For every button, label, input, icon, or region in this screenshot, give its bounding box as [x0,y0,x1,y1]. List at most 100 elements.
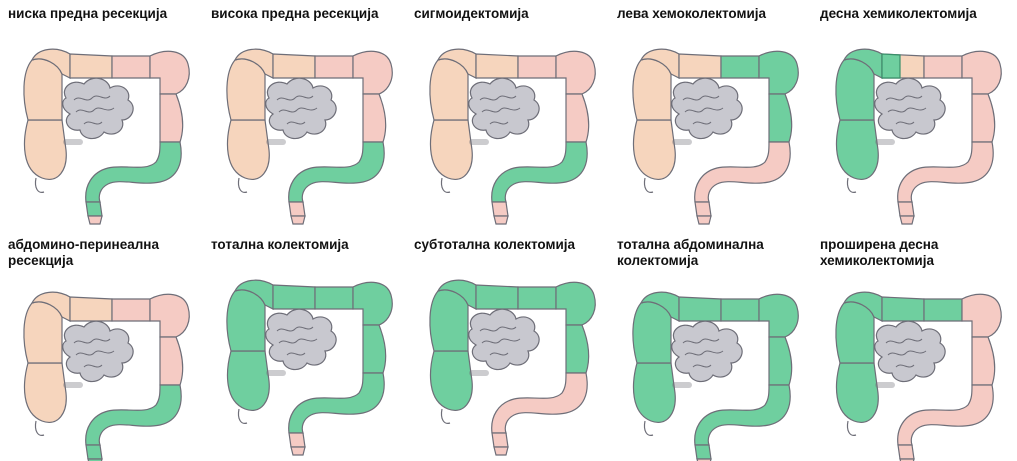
colon-segment-descending [769,94,792,142]
colon-segment-transverse-left [518,56,556,78]
colon-segment-transverse-right [273,54,315,78]
colon-segment-sigmoid [289,142,384,202]
procedure-panel: ниска предна ресекција [0,0,203,230]
colon-segment-lower-rectum [900,216,914,224]
appendix [847,421,856,435]
colon-segment-descending [972,337,995,385]
colon-segment-transverse-left [315,56,353,78]
colon-segment-splenic-flexure [353,282,392,325]
procedure-title: тотална колектомија [211,237,406,253]
colon-segment-splenic-flexure [556,51,595,94]
colon-segment-transverse-right [273,285,315,309]
colon-segment-splenic-flexure [353,51,392,94]
procedure-title: сигмоидектомија [414,6,609,22]
colon-segment-descending [363,325,386,373]
colon-segment-ascending [24,302,62,363]
colon-segment-upper-rectum [289,202,305,216]
colon-segment-cecum [228,120,270,179]
colon-segment-cecum [634,120,676,179]
appendix [238,178,247,192]
colon-diagram [609,0,812,230]
colon-segment-sigmoid [86,142,181,202]
appendix [644,178,653,192]
appendix [441,409,450,423]
colon-segment-ascending [430,290,468,351]
procedure-panel: десна хемиколектомија [812,0,1015,230]
colon-segment-lower-rectum [291,216,305,224]
colon-segment-cecum [837,120,879,179]
procedure-panel: субтотална колектомија [406,231,609,461]
appendix [238,409,247,423]
procedure-panel: абдомино-перинеална ресекција [0,231,203,461]
colon-segment-sigmoid [492,142,587,202]
colon-segment-splenic-flexure [759,294,798,337]
colon-segment-transverse-left [721,299,759,321]
colon-segment-sigmoid [695,142,790,202]
appendix [847,178,856,192]
colon-segment-transverse-right [882,297,924,321]
colon-segment-transverse-left [518,287,556,309]
colon-segment-sigmoid [492,373,587,433]
colon-segment-ascending [836,302,874,363]
colon-segment-lower-rectum [494,216,508,224]
colon-segment-sigmoid [695,385,790,445]
colon-segment-ascending [836,59,874,120]
procedure-panel: сигмоидектомија [406,0,609,230]
appendix [644,421,653,435]
colon-segment-transverse-left [721,56,759,78]
colon-segment-ascending [430,59,468,120]
procedure-title: проширена десна хемиколектомија [820,237,1015,269]
colon-segment-transverse-left [924,56,962,78]
procedure-panel: тотална абдоминална колектомија [609,231,812,461]
colon-segment-transverse-right [70,297,112,321]
appendix [441,178,450,192]
procedure-panel: тотална колектомија [203,231,406,461]
colon-segment-transverse-left [112,299,150,321]
colon-segment-upper-rectum [898,445,914,459]
colon-segment-upper-rectum [898,202,914,216]
colon-segment-splenic-flexure [150,51,189,94]
colon-segment-cecum [431,120,473,179]
procedure-title: висока предна ресекција [211,6,406,22]
procedure-title: тотална абдоминална колектомија [617,237,812,269]
colon-segment-splenic-flexure [150,294,189,337]
procedure-panel: лева хемоколектомија [609,0,812,230]
colon-segment-transverse-right [70,54,112,78]
colon-segment-lower-rectum [697,216,711,224]
colon-segment-splenic-flexure [962,51,1001,94]
colon-segment-descending [972,94,995,142]
colon-segment-upper-rectum [492,433,508,447]
colon-segment-cecum [25,120,67,179]
colon-segment-transverse-right [476,54,518,78]
procedure-title: ниска предна ресекција [8,6,203,22]
colon-diagram [203,0,406,230]
colon-segment-transverse-right [679,297,721,321]
appendix [35,421,44,435]
colon-diagram [203,231,406,461]
colon-diagram [812,0,1015,230]
appendix [35,178,44,192]
colon-segment-upper-rectum [289,433,305,447]
colon-segment-descending [566,325,589,373]
procedure-title: субтотална колектомија [414,237,609,253]
colon-segment-ascending [227,290,265,351]
colon-segment-upper-rectum [86,202,102,216]
colon-segment-ascending [633,302,671,363]
colon-segment-transverse-right [679,54,721,78]
colon-segment-cecum [228,351,270,410]
procedure-panel: висока предна ресекција [203,0,406,230]
colon-segment-descending [160,94,183,142]
colon-segment-sigmoid [289,373,384,433]
procedure-panel: проширена десна хемиколектомија [812,231,1015,461]
colon-segment-cecum [837,363,879,422]
colon-segment-transverse-right [476,285,518,309]
procedure-title: лева хемоколектомија [617,6,812,22]
colon-segment-splenic-flexure [556,282,595,325]
colon-diagram [406,0,609,230]
colon-diagram [0,0,203,230]
colon-segment-transverse-left [315,287,353,309]
colon-segment-descending [363,94,386,142]
colon-segment-transverse-left [924,299,962,321]
colon-segment-descending [160,337,183,385]
colon-segment-descending [769,337,792,385]
